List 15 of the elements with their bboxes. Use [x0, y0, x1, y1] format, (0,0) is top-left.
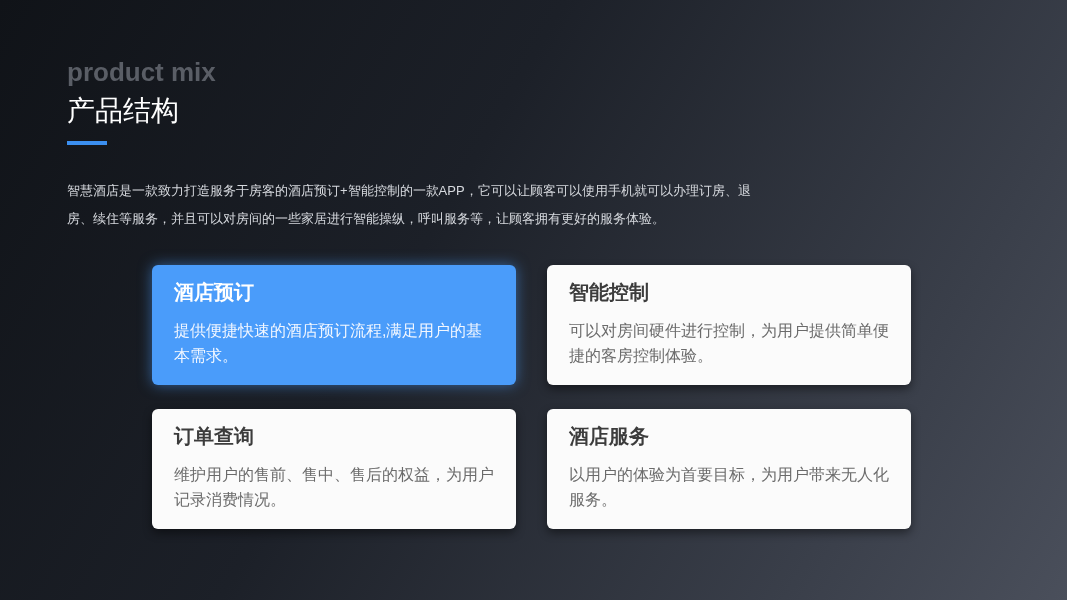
- card-description: 提供便捷快速的酒店预订流程,满足用户的基本需求。: [174, 321, 484, 366]
- feature-card: [547, 409, 911, 529]
- card-heading: 酒店服务: [569, 424, 650, 449]
- feature-card: [547, 265, 911, 385]
- card-description: 维护用户的售前、售中、售后的权益，为用户记录消费情况。: [174, 465, 495, 510]
- subtitle: product mix: [67, 56, 216, 88]
- feature-card: [152, 265, 516, 385]
- card-heading: 智能控制: [569, 280, 650, 305]
- description-paragraph: 智慧酒店是一款致力打造服务于房客的酒店预订+智能控制的一款APP，它可以让顾客可以使用手机就可以办理订房、退房、续住等服务，并且可以对房间的一些家居进行智能操纵，呼叫服务等，让顾客拥有更好的服务体验。: [67, 182, 752, 228]
- title: 产品结构: [67, 94, 179, 128]
- card-heading: 订单查询: [174, 424, 255, 449]
- card-description: 以用户的体验为首要目标，为用户带来无人化服务。: [569, 465, 890, 510]
- feature-card: [152, 409, 516, 529]
- card-heading: 酒店预订: [174, 280, 255, 305]
- card-description: 可以对房间硬件进行控制，为用户提供简单便捷的客房控制体验。: [569, 321, 890, 366]
